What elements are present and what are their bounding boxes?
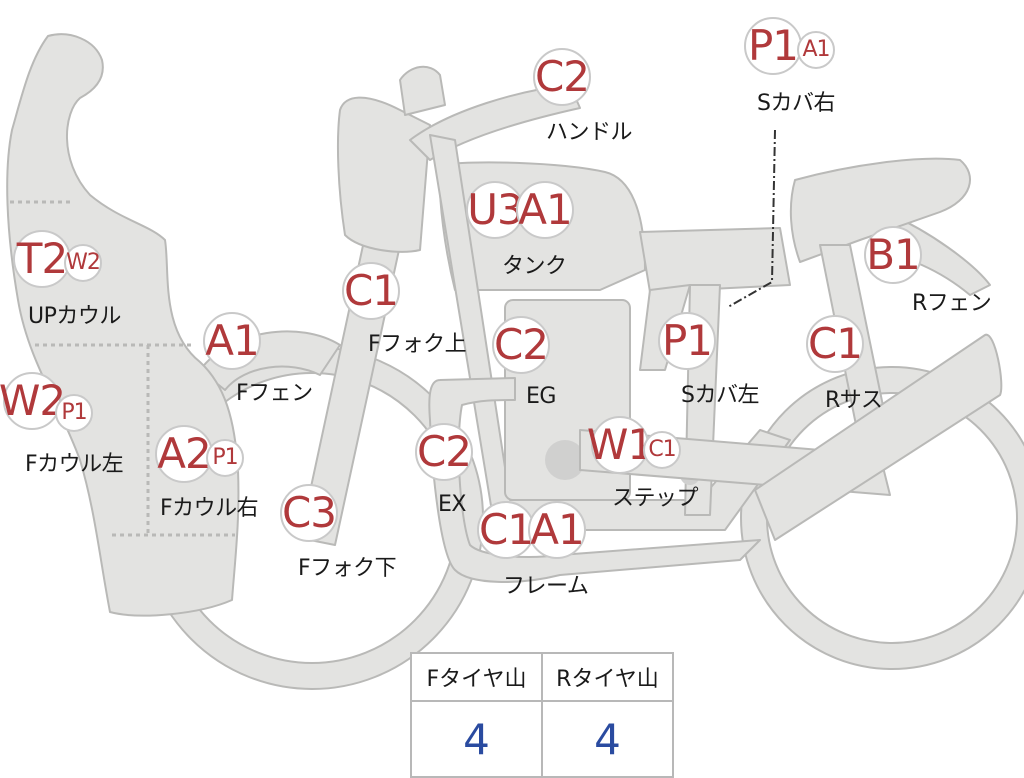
- step-label: ステップ: [612, 486, 699, 511]
- exhaust-label: EX: [438, 492, 466, 517]
- code-badge: P1: [55, 394, 93, 432]
- code-badge: P1: [744, 17, 802, 75]
- code-badge: P1: [658, 312, 716, 370]
- code-badge: T2: [13, 230, 71, 288]
- code-badge: W2: [0, 372, 66, 430]
- engine-label: EG: [526, 384, 556, 409]
- code-badge: C2: [533, 48, 591, 106]
- handle-label: ハンドル: [546, 120, 633, 145]
- tank-label: タンク: [502, 254, 567, 279]
- code-badge: U3: [466, 181, 524, 239]
- code-badge: C1: [806, 315, 864, 373]
- s-cover-right-label: Sカバ右: [757, 91, 835, 116]
- f-fork-upper-label: Fフォク上: [368, 332, 467, 357]
- code-badge: C1: [643, 431, 681, 469]
- code-badge: C1: [477, 501, 535, 559]
- seat-shape: [639, 227, 791, 293]
- f-cowl-left-label: Fカウル左: [25, 452, 124, 477]
- rear-tire-header: Rタイヤ山: [541, 652, 674, 702]
- code-badge: A1: [528, 501, 586, 559]
- code-badge: P1: [206, 439, 244, 477]
- f-fork-lower-label: Fフォク下: [298, 556, 397, 581]
- code-badge: W1: [587, 416, 654, 474]
- tire-depth-table: Fタイヤ山 Rタイヤ山 4 4: [410, 652, 674, 778]
- rear-wheel: [741, 367, 1024, 669]
- f-fender-label: Fフェン: [236, 381, 313, 406]
- s-cover-left-label: Sカバ左: [681, 383, 759, 408]
- rear-tire-value: 4: [541, 700, 674, 778]
- code-badge: A1: [203, 312, 261, 370]
- up-cowl-label: UPカウル: [28, 304, 121, 329]
- code-badge: C1: [342, 262, 400, 320]
- front-tire-value: 4: [410, 700, 543, 778]
- code-badge: B1: [864, 226, 922, 284]
- code-badge: A2: [155, 425, 213, 483]
- code-badge: A1: [516, 181, 574, 239]
- muffler-shape: [754, 333, 1003, 541]
- r-suspension-label: Rサス: [825, 388, 883, 413]
- code-badge: C3: [280, 484, 338, 542]
- f-cowl-right-label: Fカウル右: [160, 496, 259, 521]
- r-fender-label: Rフェン: [912, 291, 992, 316]
- code-badge: W2: [64, 244, 102, 282]
- code-badge: C2: [415, 423, 473, 481]
- front-tire-header: Fタイヤ山: [410, 652, 543, 702]
- code-badge: C2: [492, 316, 550, 374]
- frame-label: フレーム: [503, 574, 589, 599]
- code-badge: A1: [797, 31, 835, 69]
